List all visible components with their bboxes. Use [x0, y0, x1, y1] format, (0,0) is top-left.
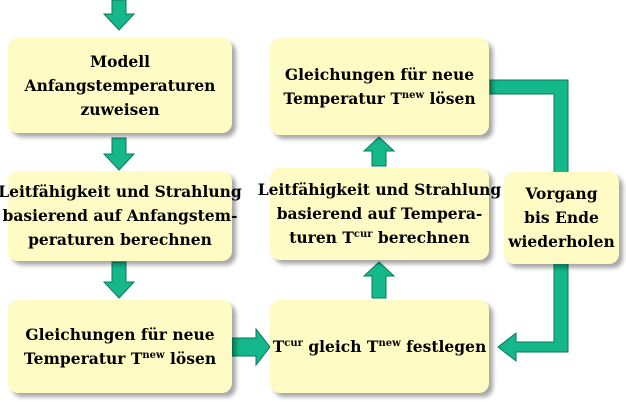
box-text-line: Temperatur Tnew lösen [24, 347, 216, 371]
box-solve-equations-left: Gleichungen für neue Temperatur Tnew lös… [8, 300, 232, 393]
box-text-line: Gleichungen für neue [25, 324, 215, 344]
box-text-line: bis Ende [524, 208, 599, 227]
box-compute-conductivity-current: Leitfähigkeit und Strahlung basierend au… [258, 168, 501, 260]
box-text-line: Modell [90, 51, 150, 71]
text-part: turen T [289, 228, 354, 247]
box-text-line: Gleichungen für neue [284, 64, 475, 84]
text-part: Temperatur T [23, 348, 143, 368]
text-part: berechnen [372, 228, 470, 247]
text-part: gleich T [302, 336, 379, 356]
box-text-line: Anfangstemperaturen [24, 75, 216, 95]
text-part: festlegen [400, 336, 487, 356]
box-text-line: Leitfähigkeit und Strahlung [257, 180, 502, 199]
box-repeat-until-end: Vorgang bis Ende wiederholen [504, 172, 619, 264]
box-solve-equations-right: Gleichungen für neue Temperatur Tnew lös… [270, 38, 489, 135]
box-text-line: turen Tcur berechnen [258, 226, 501, 250]
text-part: T [272, 336, 285, 356]
arrow-model-to-cond [102, 137, 136, 171]
text-part: lösen [164, 348, 217, 368]
box-text-line: Vorgang [525, 184, 598, 203]
loop-back-arrow [489, 79, 569, 363]
superscript: new [142, 349, 165, 361]
arrow-solve-to-setcur [231, 327, 271, 367]
box-text-line: basierend auf Tempera- [276, 204, 483, 223]
entry-arrow [102, 0, 136, 31]
superscript: cur [353, 229, 373, 240]
box-text-line: Leitfähigkeit und Strahlung [0, 182, 242, 201]
box-set-current-temperature: Tcur gleich Tnew festlegen [270, 300, 489, 393]
superscript: cur [284, 337, 303, 349]
superscript: new [401, 89, 425, 101]
box-text-line: Tcur gleich Tnew festlegen [273, 335, 486, 359]
arrow-cond-to-solve [102, 261, 136, 299]
box-text-line: peraturen berechnen [28, 230, 212, 249]
text-part: lösen [424, 88, 476, 108]
arrow-condcur-to-solve [362, 136, 396, 167]
box-text-line: zuweisen [80, 99, 160, 119]
box-compute-conductivity-initial: Leitfähigkeit und Strahlung basierend au… [0, 171, 242, 261]
box-text-line: wiederholen [508, 232, 615, 251]
box-text-line: Temperatur Tnew lösen [283, 87, 475, 111]
arrow-setcur-to-condcur [362, 261, 396, 299]
box-assign-initial-temperatures: Modell Anfangstemperaturen zuweisen [8, 38, 232, 133]
superscript: new [378, 337, 401, 349]
box-text-line: basierend auf Anfangstem- [2, 206, 238, 225]
text-part: Temperatur T [283, 88, 402, 108]
